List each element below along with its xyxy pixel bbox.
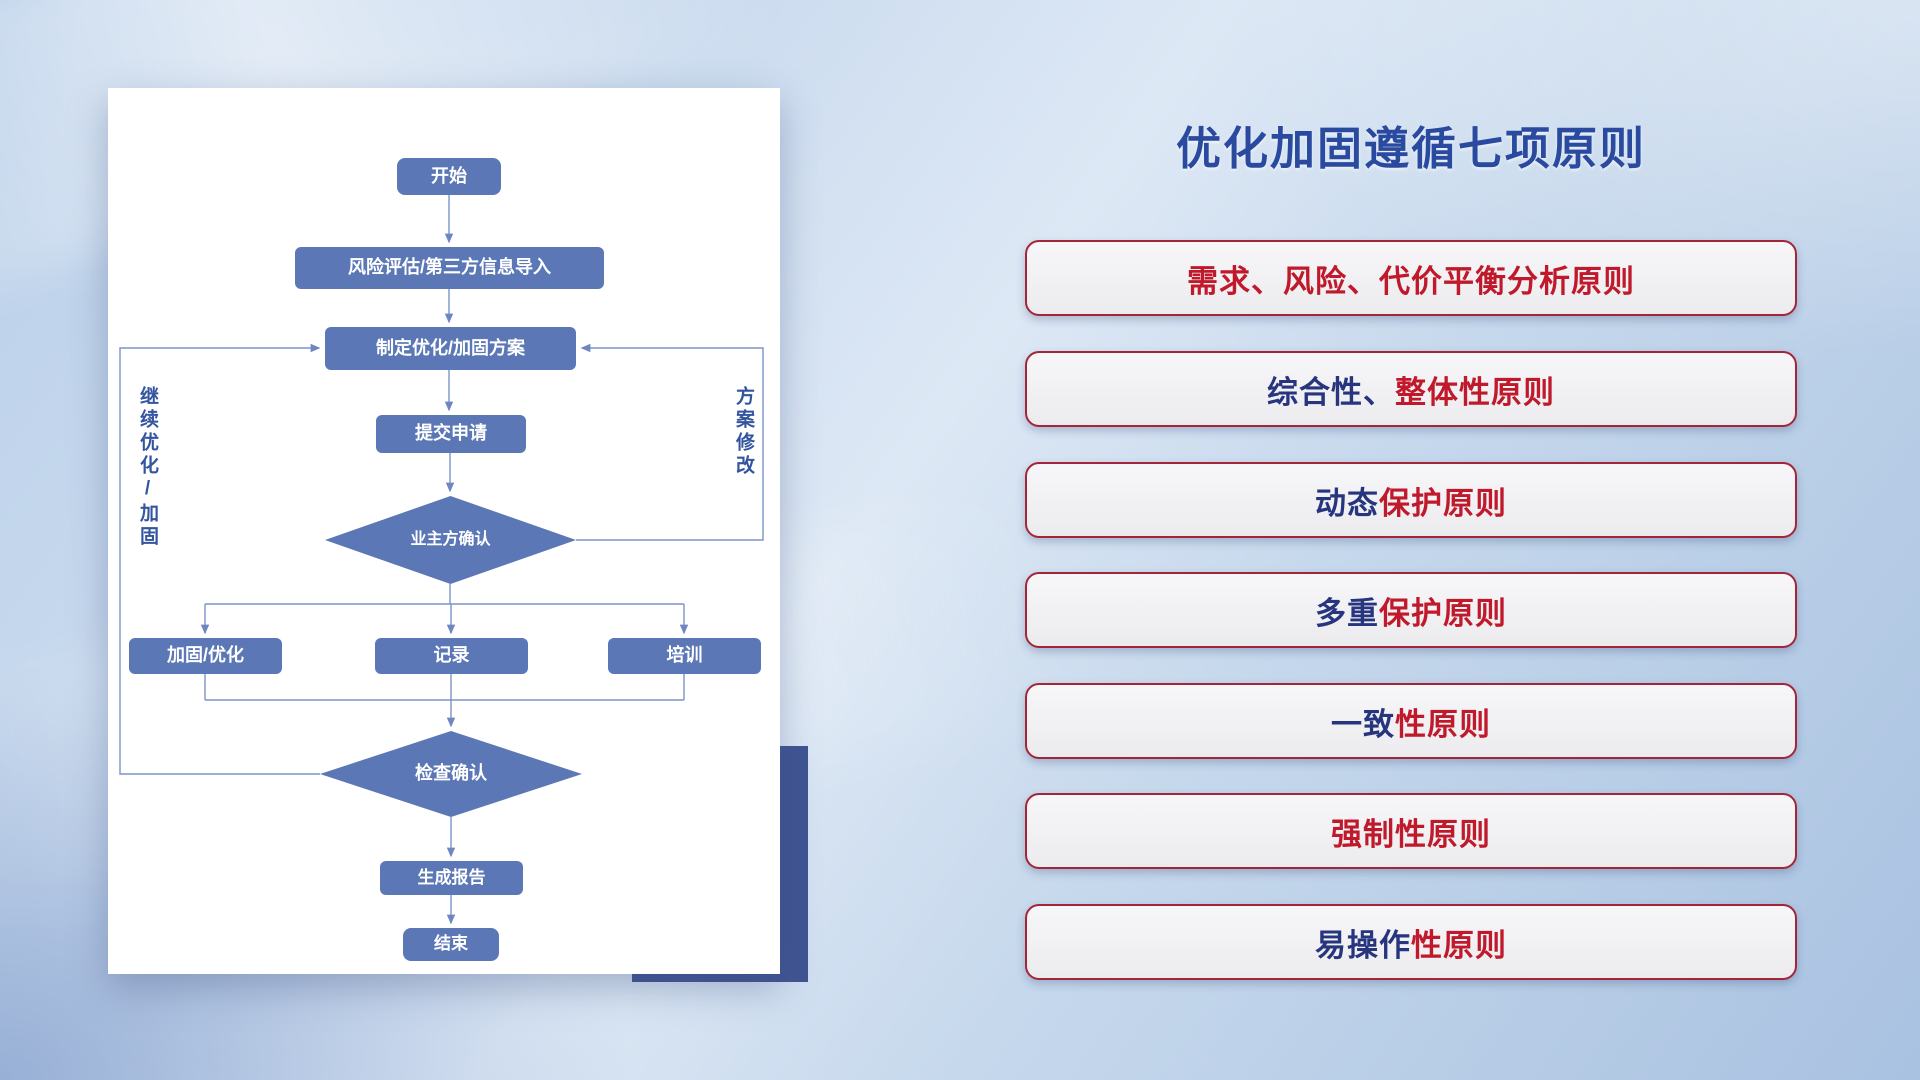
flow-node-end: 结束: [403, 928, 499, 961]
principle-item-4: 多重保护原则: [1025, 572, 1797, 648]
flow-node-record: 记录: [375, 638, 528, 674]
flow-node-submit-application: 提交申请: [376, 415, 526, 453]
principle-2-text: 整体性原则: [1395, 374, 1555, 410]
flowchart-card: 开始 风险评估/第三方信息导入 制定优化/加固方案 提交申请 业主方确认 加固/…: [108, 88, 780, 974]
flow-node-risk-assessment: 风险评估/第三方信息导入: [295, 247, 604, 289]
principle-item-3: 动态保护原则: [1025, 462, 1797, 538]
principle-3-text: 保护原则: [1379, 485, 1507, 521]
flow-node-training: 培训: [608, 638, 761, 674]
principle-item-2: 综合性、整体性原则: [1025, 351, 1797, 427]
principle-5-text: 性原则: [1395, 706, 1491, 742]
flow-node-make-plan: 制定优化/加固方案: [325, 327, 576, 370]
principle-item-6: 强制性原则: [1025, 793, 1797, 869]
principle-7-prefix: 易操作: [1315, 927, 1411, 963]
principle-5-prefix: 一致: [1331, 706, 1395, 742]
principle-2-prefix: 综合性、: [1267, 374, 1395, 410]
principle-item-7: 易操作性原则: [1025, 904, 1797, 980]
principle-1-text: 需求、风险、代价平衡分析原则: [1187, 263, 1635, 299]
principle-4-prefix: 多重: [1315, 595, 1379, 631]
principles-title: 优化加固遵循七项原则: [1175, 123, 1646, 174]
flow-decision-owner-confirm: 业主方确认: [325, 496, 576, 584]
flow-node-reinforce-optimize: 加固/优化: [129, 638, 282, 674]
loop-label-continue-optimize: 继续优化/加固: [137, 386, 158, 549]
principle-6-text: 强制性原则: [1331, 816, 1491, 852]
loop-label-plan-revision: 方案修改: [733, 386, 754, 478]
principle-item-5: 一致性原则: [1025, 683, 1797, 759]
principle-item-1: 需求、风险、代价平衡分析原则: [1025, 240, 1797, 316]
flow-node-generate-report: 生成报告: [380, 861, 523, 895]
principle-3-prefix: 动态: [1315, 485, 1379, 521]
principle-4-text: 保护原则: [1379, 595, 1507, 631]
principle-7-text: 性原则: [1411, 927, 1507, 963]
flow-decision-check-confirm: 检查确认: [320, 731, 582, 817]
flow-node-start: 开始: [397, 158, 501, 195]
